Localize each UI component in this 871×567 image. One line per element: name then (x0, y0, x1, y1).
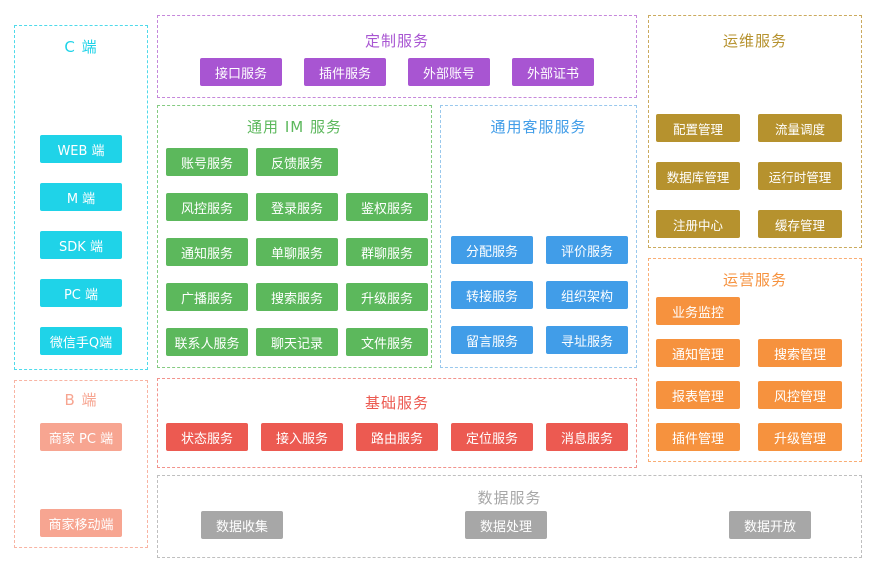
section-title-customer-services: 通用客服服务 (490, 118, 587, 136)
service-button: 消息服务 (546, 423, 628, 451)
section-b-side: B 端 商家 PC 端 商家移动端 (14, 380, 148, 548)
service-button: 登录服务 (256, 193, 338, 221)
service-button: 寻址服务 (546, 326, 628, 354)
service-button: 定位服务 (451, 423, 533, 451)
section-title-b-side: B 端 (64, 391, 98, 409)
service-button: 业务监控 (656, 297, 740, 325)
im-services-grid: 账号服务 反馈服务 风控服务 登录服务 鉴权服务 通知服务 单聊服务 群聊服务 … (166, 148, 428, 356)
service-button: 路由服务 (356, 423, 438, 451)
service-button: 风控管理 (758, 381, 842, 409)
service-button: 流量调度 (758, 114, 842, 142)
section-title-base-services: 基础服务 (364, 394, 429, 412)
service-button: PC 端 (40, 279, 122, 307)
service-button: 分配服务 (451, 236, 533, 264)
service-button: 报表管理 (656, 381, 740, 409)
section-title-custom-services: 定制服务 (364, 32, 429, 50)
section-data-services: 数据服务 数据收集 数据处理 数据开放 (157, 475, 862, 558)
section-im-services: 通用 IM 服务 账号服务 反馈服务 风控服务 登录服务 鉴权服务 通知服务 单… (157, 105, 432, 368)
service-button: 状态服务 (166, 423, 248, 451)
service-button: 通知服务 (166, 238, 248, 266)
service-button: 通知管理 (656, 339, 740, 367)
section-title-im-services: 通用 IM 服务 (247, 118, 342, 136)
service-button: 接口服务 (200, 58, 282, 86)
section-ops-services: 运维服务 配置管理 流量调度 数据库管理 运行时管理 注册中心 缓存管理 (648, 15, 862, 248)
section-operation-services: 运营服务 业务监控 通知管理 搜索管理 报表管理 风控管理 插件管理 升级管理 (648, 258, 862, 462)
service-button: 插件服务 (304, 58, 386, 86)
service-button: 数据处理 (465, 511, 547, 539)
service-button: 广播服务 (166, 283, 248, 311)
section-custom-services: 定制服务 接口服务 插件服务 外部账号 外部证书 (157, 15, 637, 98)
service-button: 评价服务 (546, 236, 628, 264)
service-button: 升级管理 (758, 423, 842, 451)
service-button: 搜索管理 (758, 339, 842, 367)
service-button: 留言服务 (451, 326, 533, 354)
section-title-data-services: 数据服务 (477, 489, 542, 507)
service-button: 群聊服务 (346, 238, 428, 266)
section-title-c-side: C 端 (64, 38, 98, 56)
data-services-row: 数据收集 数据处理 数据开放 (201, 511, 811, 539)
service-button: 注册中心 (656, 210, 740, 238)
service-button: 文件服务 (346, 328, 428, 356)
section-customer-services: 通用客服服务 分配服务 评价服务 转接服务 组织架构 留言服务 寻址服务 (440, 105, 637, 368)
section-title-ops-services: 运维服务 (722, 32, 787, 50)
service-button: 数据开放 (729, 511, 811, 539)
service-button: 配置管理 (656, 114, 740, 142)
service-button: 商家移动端 (40, 509, 122, 537)
service-button: 数据收集 (201, 511, 283, 539)
service-button: 组织架构 (546, 281, 628, 309)
service-button: SDK 端 (40, 231, 122, 259)
service-button: M 端 (40, 183, 122, 211)
service-button: 搜索服务 (256, 283, 338, 311)
service-button: 转接服务 (451, 281, 533, 309)
service-button: 微信手Q端 (40, 327, 122, 355)
service-button: 接入服务 (261, 423, 343, 451)
service-button: 外部账号 (408, 58, 490, 86)
service-button: WEB 端 (40, 135, 122, 163)
service-button: 鉴权服务 (346, 193, 428, 221)
operation-services-grid: 业务监控 通知管理 搜索管理 报表管理 风控管理 插件管理 升级管理 (656, 297, 842, 451)
section-base-services: 基础服务 状态服务 接入服务 路由服务 定位服务 消息服务 (157, 378, 637, 468)
service-button: 数据库管理 (656, 162, 740, 190)
service-button: 反馈服务 (256, 148, 338, 176)
ops-services-grid: 配置管理 流量调度 数据库管理 运行时管理 注册中心 缓存管理 (656, 114, 842, 238)
service-button: 聊天记录 (256, 328, 338, 356)
service-button: 联系人服务 (166, 328, 248, 356)
service-button: 风控服务 (166, 193, 248, 221)
section-title-operation-services: 运营服务 (722, 271, 787, 289)
custom-services-row: 接口服务 插件服务 外部账号 外部证书 (158, 58, 636, 86)
service-button: 账号服务 (166, 148, 248, 176)
section-c-side: C 端 WEB 端 M 端 SDK 端 PC 端 微信手Q端 (14, 25, 148, 370)
c-side-item-list: WEB 端 M 端 SDK 端 PC 端 微信手Q端 (40, 135, 122, 355)
service-button: 升级服务 (346, 283, 428, 311)
customer-services-grid: 分配服务 评价服务 转接服务 组织架构 留言服务 寻址服务 (451, 236, 628, 354)
base-services-row: 状态服务 接入服务 路由服务 定位服务 消息服务 (166, 423, 628, 451)
service-button: 缓存管理 (758, 210, 842, 238)
service-button: 单聊服务 (256, 238, 338, 266)
service-button: 外部证书 (512, 58, 594, 86)
service-button: 运行时管理 (758, 162, 842, 190)
service-button: 插件管理 (656, 423, 740, 451)
service-button: 商家 PC 端 (40, 423, 122, 451)
